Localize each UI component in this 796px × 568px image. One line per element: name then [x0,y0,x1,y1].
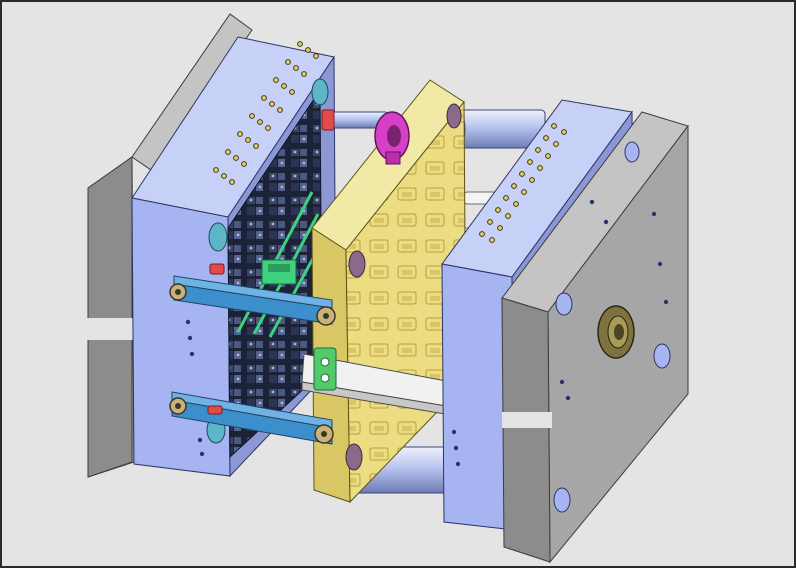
pin-marker [521,189,527,195]
pin-marker [455,461,461,467]
front-clamp-plate [501,111,689,564]
pin-marker [189,351,195,357]
pin-marker [565,395,571,401]
pin-marker [513,201,519,207]
pin-marker [253,143,259,149]
pin-marker [453,445,459,451]
pin-marker [503,195,509,201]
pin-marker [241,161,247,167]
screw-holes [185,199,669,467]
pin-marker [269,101,275,107]
pin-marker [511,183,517,189]
pin-marker [277,107,283,113]
core-plate-pins [479,123,567,243]
pin-marker [199,451,205,457]
pin-marker [519,171,525,177]
pin-marker [545,153,551,159]
cavity-plate-pins [213,41,319,185]
cavity-plate [131,36,337,478]
link-bar-upper [169,275,336,326]
pin-marker [197,437,203,443]
pin-marker [535,147,541,153]
pin-marker [249,113,255,119]
pin-marker [495,207,501,213]
pin-marker [281,83,287,89]
pin-marker [589,199,595,205]
pin-marker [297,41,303,47]
pin-marker [273,77,279,83]
pin-marker [497,225,503,231]
pin-marker [529,177,535,183]
pin-marker [561,129,567,135]
pin-marker [663,299,669,305]
pin-marker [245,137,251,143]
pin-marker [261,95,267,101]
pin-marker [487,219,493,225]
pin-marker [543,135,549,141]
pin-marker [505,213,511,219]
pin-marker [553,141,559,147]
pin-marker [313,53,319,59]
puller-clamp [374,111,410,165]
pin-marker [237,131,243,137]
pin-marker [257,119,263,125]
pin-marker [657,261,663,267]
pin-marker [221,173,227,179]
pin-marker [225,149,231,155]
pin-marker [289,89,295,95]
pin-marker [265,125,271,131]
pin-marker [479,231,485,237]
pin-marker [489,237,495,243]
pin-marker [213,167,219,173]
pin-marker [551,123,557,129]
pin-marker [305,47,311,53]
pin-marker [185,319,191,325]
pin-marker [559,379,565,385]
link-bars [169,263,336,445]
pin-marker [537,165,543,171]
pin-marker [229,179,235,185]
pin-marker [603,219,609,225]
pin-marker [293,65,299,71]
pin-marker [527,159,533,165]
pin-marker [651,211,657,217]
locating-ring [597,305,635,359]
pin-marker [285,59,291,65]
pin-marker [301,71,307,77]
pin-marker [233,155,239,161]
pin-marker [187,335,193,341]
pin-marker [451,429,457,435]
